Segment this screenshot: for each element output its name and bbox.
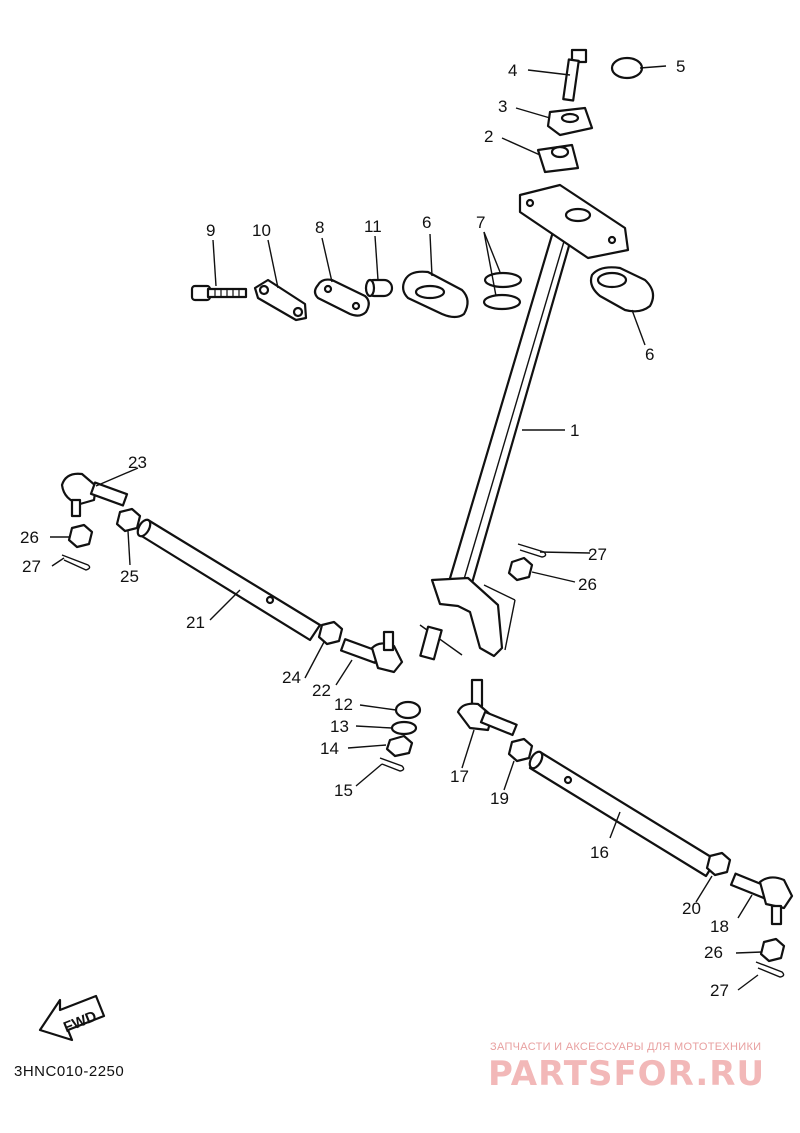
bushing-6-right xyxy=(589,266,655,313)
fwd-arrow-icon: FWD xyxy=(38,994,106,1042)
callout-8: 8 xyxy=(315,218,324,237)
callout-27-right: 27 xyxy=(710,981,729,1000)
callout-16: 16 xyxy=(590,843,609,862)
plate-8 xyxy=(313,278,370,317)
callout-26-right: 26 xyxy=(704,943,723,962)
callout-6-right: 6 xyxy=(645,345,654,364)
nut-24 xyxy=(317,620,344,646)
callout-3: 3 xyxy=(498,97,507,116)
diagram-code: 3HNC010-2250 xyxy=(14,1063,124,1080)
tie-rod-end-18 xyxy=(729,872,794,926)
bolt-4 xyxy=(562,48,588,102)
callout-11: 11 xyxy=(364,217,382,236)
callout-14: 14 xyxy=(320,739,339,758)
washer-13 xyxy=(390,720,418,736)
callout-18: 18 xyxy=(710,917,729,936)
callout-13: 13 xyxy=(330,717,349,736)
nut-26-mid xyxy=(507,556,534,582)
cap-5 xyxy=(610,56,644,80)
callout-27-left: 27 xyxy=(22,557,41,576)
tie-rod-16 xyxy=(528,750,718,878)
seals-7 xyxy=(482,271,523,311)
leader-lines xyxy=(50,65,763,991)
cotter-pin-27-left xyxy=(61,554,91,571)
callout-24: 24 xyxy=(282,668,301,687)
callout-labels: 1 2 3 4 5 6 6 7 8 9 10 11 12 13 14 15 16… xyxy=(20,57,729,1000)
callout-5: 5 xyxy=(676,57,685,76)
watermark-tagline: ЗАПЧАСТИ И АКСЕССУАРЫ ДЛЯ МОТОТЕХНИКИ xyxy=(490,1041,761,1053)
callout-19: 19 xyxy=(490,789,509,808)
nut-20 xyxy=(705,851,732,877)
tie-rod-21 xyxy=(136,518,322,642)
callout-20: 20 xyxy=(682,899,701,918)
callout-22: 22 xyxy=(312,681,331,700)
callout-2: 2 xyxy=(484,127,493,146)
clamp-lower-2 xyxy=(536,143,580,174)
nut-25 xyxy=(115,507,142,533)
callout-17: 17 xyxy=(450,767,469,786)
nut-12 xyxy=(394,700,422,720)
holder-6-left xyxy=(401,270,469,319)
nut-26-right xyxy=(759,937,786,963)
callout-26-left: 26 xyxy=(20,528,39,547)
clamp-upper-3 xyxy=(546,106,594,137)
callout-12: 12 xyxy=(334,695,353,714)
callout-26-mid: 26 xyxy=(578,575,597,594)
callout-6-left: 6 xyxy=(422,213,431,232)
callout-25: 25 xyxy=(120,567,139,586)
steering-shaft xyxy=(419,183,630,661)
callout-15: 15 xyxy=(334,781,353,800)
tie-rod-end-22 xyxy=(339,630,404,674)
callout-27-mid: 27 xyxy=(588,545,607,564)
lock-plate-10 xyxy=(253,278,308,322)
callout-9: 9 xyxy=(206,221,215,240)
callout-7: 7 xyxy=(476,213,485,232)
nut-19 xyxy=(507,737,534,763)
callout-10: 10 xyxy=(252,221,271,240)
collar-11 xyxy=(364,278,394,298)
callout-23: 23 xyxy=(128,453,147,472)
watermark-logo: PARTSFOR.RU xyxy=(488,1054,765,1094)
bolt-9 xyxy=(190,284,248,302)
nut-14 xyxy=(385,734,414,758)
tie-rod-end-17 xyxy=(456,678,518,737)
cotter-pin-15 xyxy=(379,757,405,772)
cotter-pin-27-right xyxy=(755,961,785,978)
nut-26-left xyxy=(67,523,94,549)
callout-1: 1 xyxy=(570,421,579,440)
callout-21: 21 xyxy=(186,613,205,632)
cotter-pin-27-mid xyxy=(517,543,547,558)
watermark: ЗАПЧАСТИ И АКСЕССУАРЫ ДЛЯ МОТОТЕХНИКИ PA… xyxy=(488,1041,765,1094)
tie-rod-end-23 xyxy=(60,472,129,518)
callout-4: 4 xyxy=(508,61,517,80)
